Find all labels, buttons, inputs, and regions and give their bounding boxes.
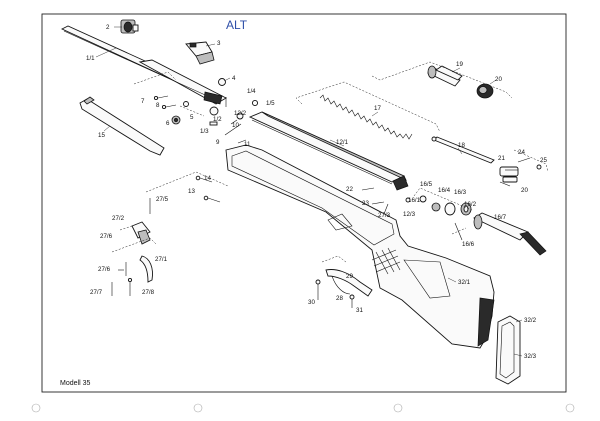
label-16-1: 16/1 (408, 197, 421, 204)
rear-small-parts (499, 157, 542, 187)
rear-sight-part (185, 41, 215, 65)
label-20b: 20 (521, 187, 528, 194)
cocking-lever-part (79, 96, 165, 156)
small-screws-group (153, 78, 259, 144)
page-frame (31, 13, 575, 413)
label-28: 28 (336, 295, 343, 302)
label-24: 24 (518, 149, 525, 156)
receiver-tube-part (248, 111, 409, 191)
trigger-guard-part (315, 269, 373, 308)
label-30: 30 (308, 299, 315, 306)
label-14: 14 (204, 175, 211, 182)
front-sight-part (120, 19, 139, 34)
label-11: 11 (244, 141, 251, 148)
piston-assembly (419, 195, 547, 256)
stock-part (225, 144, 495, 349)
label-9: 9 (216, 139, 220, 146)
spring-guide-part (431, 136, 495, 164)
label-1-2: 1/2 (213, 116, 222, 123)
mainspring-part (319, 94, 413, 140)
label-25: 25 (540, 157, 547, 164)
label-6: 6 (166, 120, 170, 127)
label-16-7: 16/7 (494, 214, 507, 221)
label-16-5: 16/5 (420, 181, 433, 188)
label-1-3: 1/3 (200, 128, 209, 135)
barrel-part (60, 25, 227, 105)
label-27-5: 27/5 (156, 196, 169, 203)
label-7: 7 (141, 98, 145, 105)
label-16-2: 16/2 (464, 201, 477, 208)
label-1-5: 1/5 (266, 100, 275, 107)
label-23: 23 (362, 200, 369, 207)
label-15: 15 (98, 132, 105, 139)
stock-screws (195, 175, 221, 203)
label-10: 10 (232, 122, 239, 129)
label-12-2: 12/2 (234, 110, 247, 117)
label-17: 17 (374, 105, 381, 112)
label-27-6: 27/6 (100, 233, 113, 240)
label-1-4: 1/4 (247, 88, 256, 95)
label-32-1: 32/1 (458, 279, 471, 286)
assembly-guide-lines (111, 61, 549, 263)
label-4: 4 (232, 75, 236, 82)
receiver-screws (361, 187, 411, 215)
label-21: 21 (498, 155, 505, 162)
label-29: 29 (346, 273, 353, 280)
label-13: 13 (188, 188, 195, 195)
label-16-4: 16/4 (438, 187, 451, 194)
trigger-group (111, 198, 153, 296)
label-27-7: 27/7 (90, 289, 103, 296)
label-18: 18 (458, 142, 465, 149)
label-20: 20 (495, 76, 502, 83)
label-19: 19 (456, 61, 463, 68)
butt-pad-part (495, 315, 521, 385)
label-16-3: 16/3 (454, 189, 467, 196)
part-labels: 2 3 1/1 4 7 8 1/4 1/5 5 6 12/2 1/2 10 1/… (86, 24, 547, 360)
label-1-1: 1/1 (86, 55, 95, 62)
label-32-3: 32/3 (524, 353, 537, 360)
label-32-2: 32/2 (524, 317, 537, 324)
label-27-3: 27/3 (378, 212, 391, 219)
label-27-8: 27/8 (142, 289, 155, 296)
label-5: 5 (190, 114, 194, 121)
end-cap-group (427, 65, 494, 99)
label-3: 3 (217, 40, 221, 47)
handwritten-annotation: ALT (226, 18, 248, 32)
label-16-6: 16/6 (462, 241, 475, 248)
label-27-2: 27/2 (112, 215, 125, 222)
label-22: 22 (346, 186, 353, 193)
label-31: 31 (356, 307, 363, 314)
label-12-3: 12/3 (403, 211, 416, 218)
label-12-1: 12/1 (336, 139, 349, 146)
label-27-1: 27/1 (155, 256, 168, 263)
label-27-6b: 27/6 (98, 266, 111, 273)
label-2: 2 (106, 24, 110, 31)
label-8: 8 (156, 102, 160, 109)
leader-lines (95, 26, 523, 357)
model-label: Modell 35 (60, 380, 90, 387)
